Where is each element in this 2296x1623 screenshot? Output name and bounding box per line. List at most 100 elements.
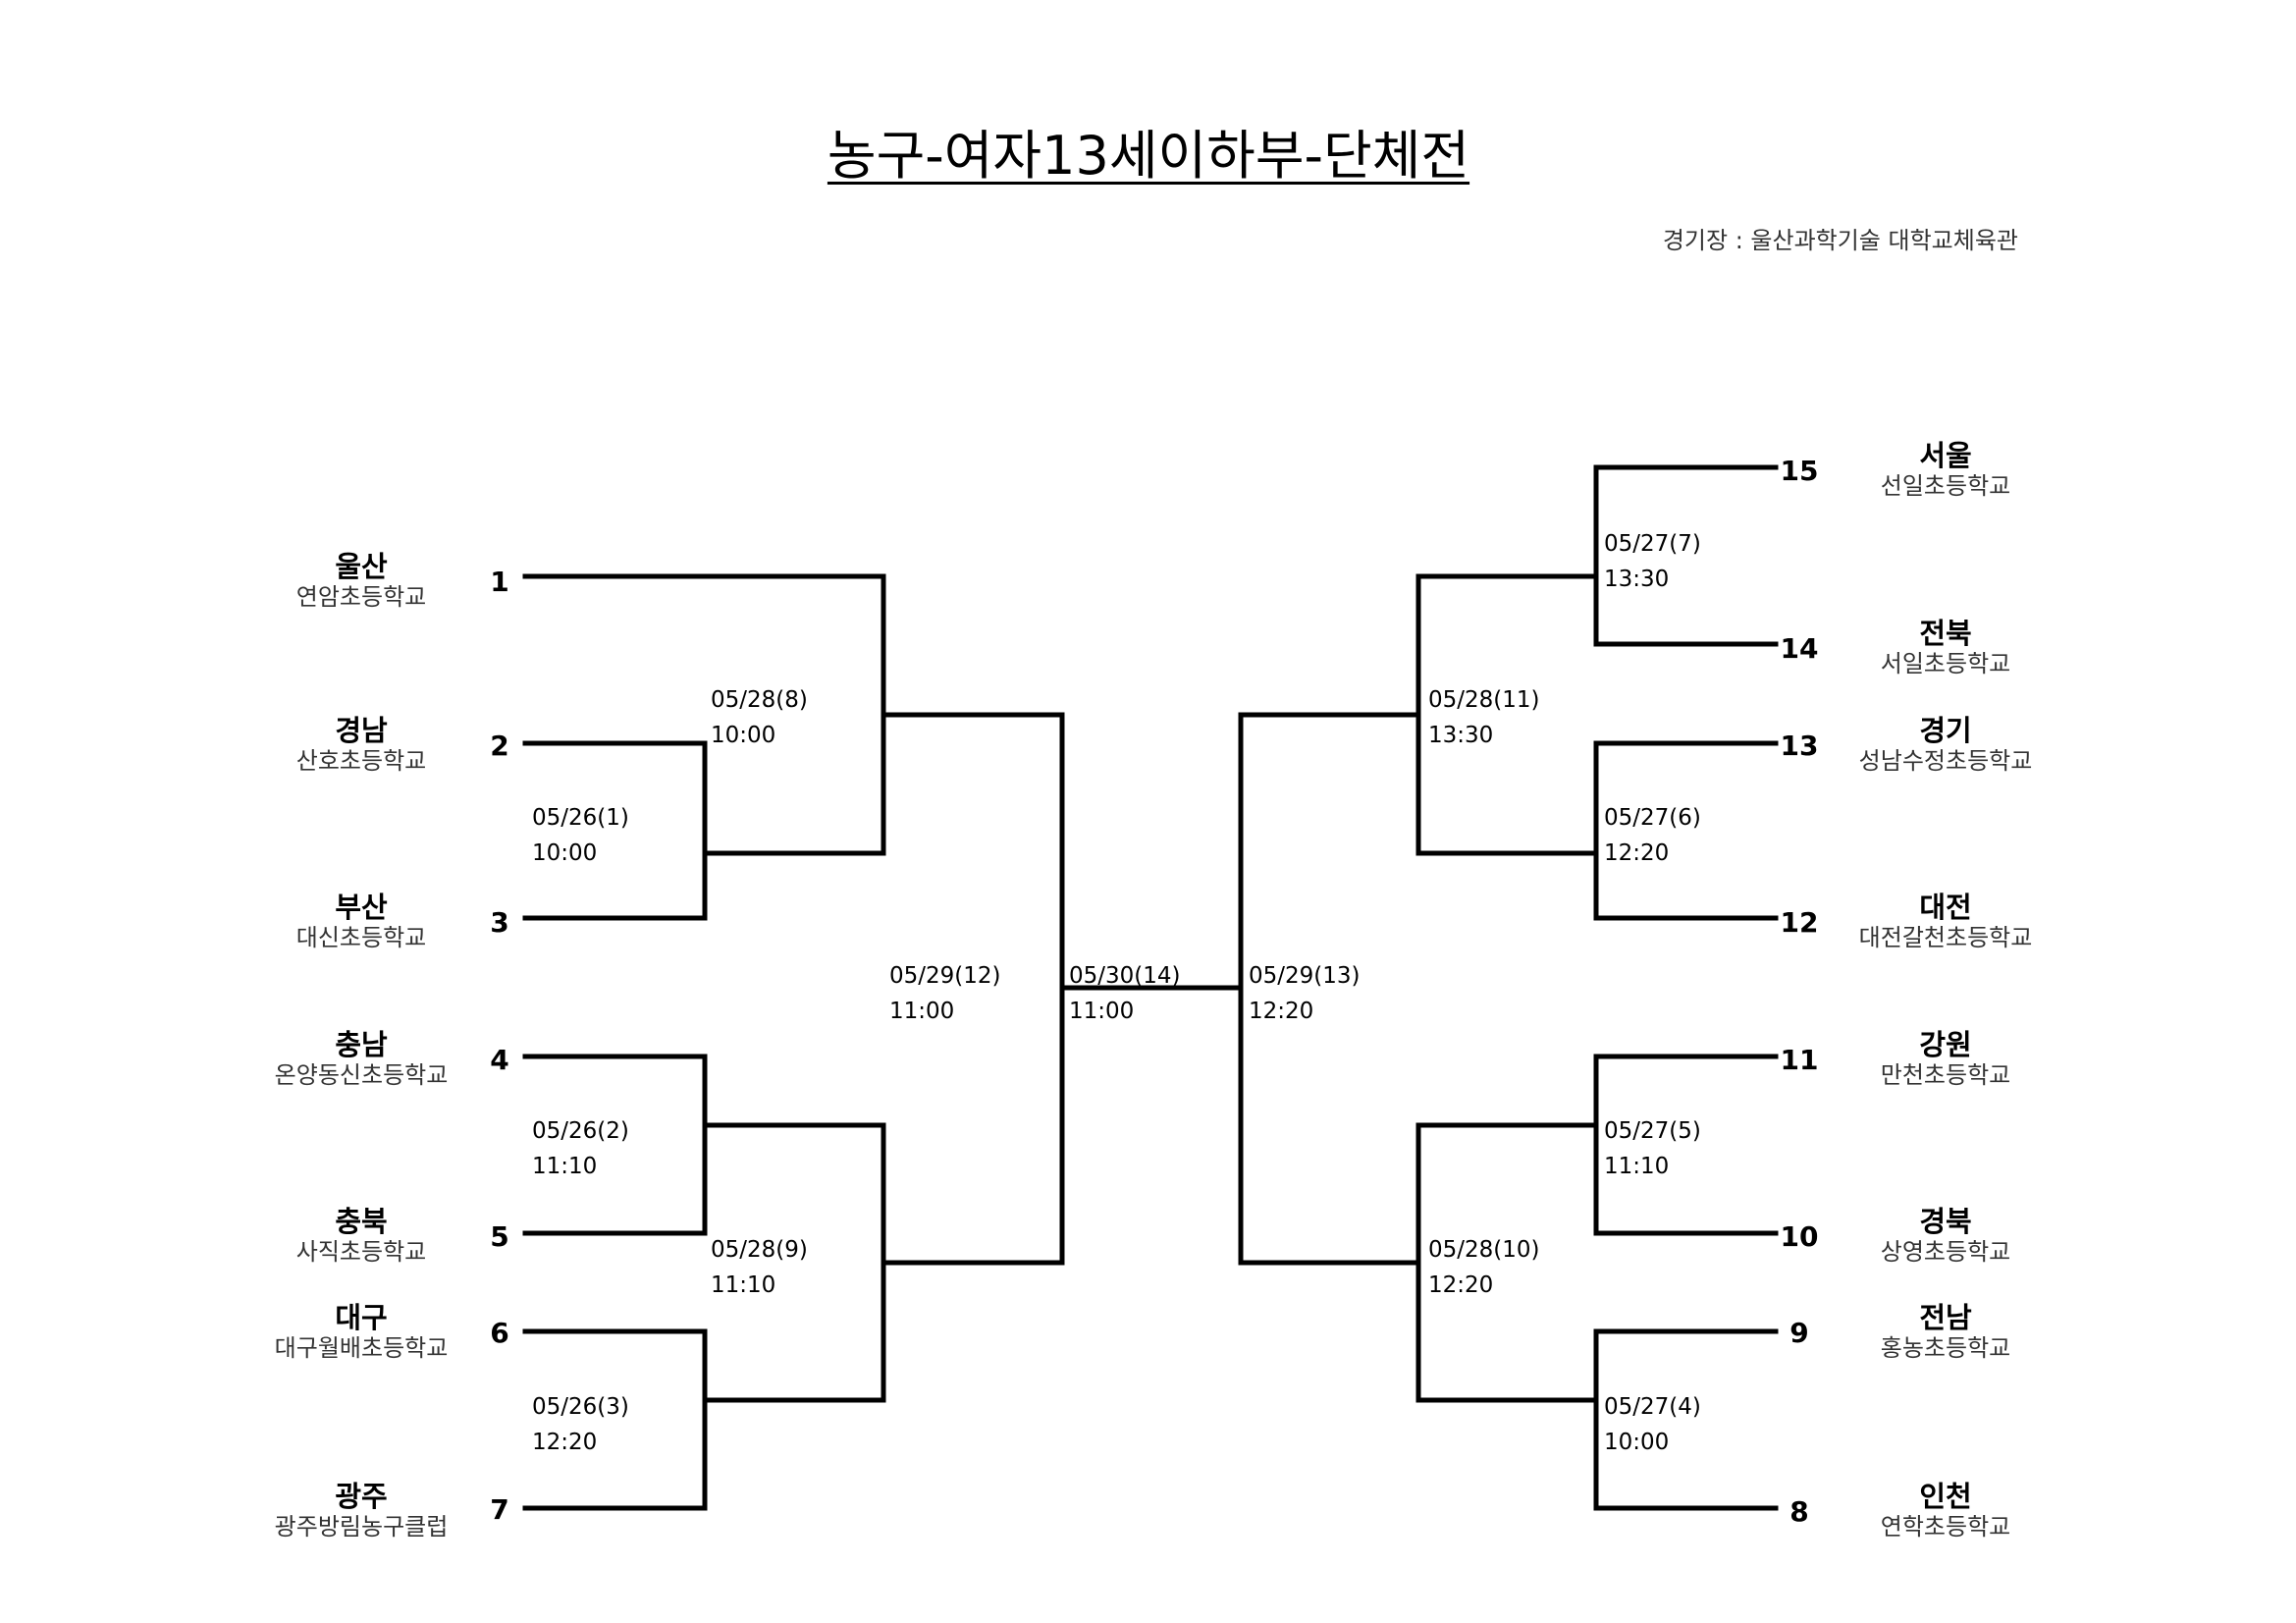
match-time: 13:30 <box>1604 567 1670 592</box>
match-label-1: 05/26(1) 10:00 <box>532 800 629 871</box>
match-label-7: 05/27(7) 13:30 <box>1604 526 1701 597</box>
team-school: 광주방림농구클럽 <box>274 1513 449 1541</box>
team-school: 대구월배초등학교 <box>274 1334 449 1362</box>
seed-number: 2 <box>490 730 509 762</box>
bracket-line-match-8 <box>522 573 1065 856</box>
seed-number: 12 <box>1780 906 1819 939</box>
team-entry-seed-7: 광주 광주방림농구클럽 <box>214 1480 508 1541</box>
team-region: 인천 <box>1919 1480 1972 1513</box>
team-entry-seed-9: 전남 홍농초등학교 <box>1798 1301 2093 1362</box>
team-school: 홍농초등학교 <box>1880 1334 2011 1362</box>
seed-number: 7 <box>490 1493 509 1526</box>
match-label-11: 05/28(11) 13:30 <box>1428 682 1540 753</box>
team-region: 충북 <box>335 1205 388 1238</box>
match-date: 05/28(8) <box>711 687 808 713</box>
match-date: 05/28(10) <box>1428 1237 1540 1263</box>
match-date: 05/30(14) <box>1069 963 1181 989</box>
team-region: 울산 <box>335 550 388 583</box>
match-label-10: 05/28(10) 12:20 <box>1428 1232 1540 1303</box>
match-label-5: 05/27(5) 11:10 <box>1604 1113 1701 1184</box>
match-date: 05/29(13) <box>1249 963 1361 989</box>
match-date: 05/26(3) <box>532 1394 629 1420</box>
team-entry-seed-3: 부산 대신초등학교 <box>214 891 508 951</box>
team-entry-seed-13: 경기 성남수정초등학교 <box>1798 714 2093 775</box>
bracket-line-match-2 <box>522 1054 886 1236</box>
match-label-8: 05/28(8) 10:00 <box>711 682 808 753</box>
team-entry-seed-14: 전북 서일초등학교 <box>1798 617 2093 677</box>
match-time: 11:10 <box>711 1272 776 1298</box>
bracket-line-match-10 <box>1238 1122 1421 1403</box>
team-school: 서일초등학교 <box>1880 650 2011 677</box>
match-date: 05/27(6) <box>1604 805 1701 831</box>
match-time: 11:10 <box>1604 1154 1670 1179</box>
team-region: 서울 <box>1919 439 1972 472</box>
match-time: 10:00 <box>1604 1430 1670 1455</box>
team-region: 광주 <box>335 1480 388 1513</box>
match-label-14: 05/30(14) 11:00 <box>1069 958 1181 1029</box>
team-region: 전북 <box>1919 617 1972 650</box>
seed-number: 11 <box>1780 1044 1819 1076</box>
team-school: 온양동신초등학교 <box>274 1061 449 1089</box>
team-entry-seed-1: 울산 연암초등학교 <box>214 550 508 611</box>
seed-number: 1 <box>490 566 509 598</box>
team-entry-seed-2: 경남 산호초등학교 <box>214 714 508 775</box>
seed-number: 14 <box>1780 632 1819 665</box>
team-region: 대전 <box>1919 891 1972 924</box>
team-entry-seed-11: 강원 만천초등학교 <box>1798 1028 2093 1089</box>
match-time: 12:20 <box>1428 1272 1494 1298</box>
seed-number: 9 <box>1789 1317 1809 1349</box>
match-time: 10:00 <box>532 840 598 866</box>
match-time: 12:20 <box>1604 840 1670 866</box>
team-entry-seed-8: 인천 연학초등학교 <box>1798 1480 2093 1541</box>
match-label-2: 05/26(2) 11:10 <box>532 1113 629 1184</box>
bracket-line-match-5 <box>1415 1054 1779 1236</box>
match-label-9: 05/28(9) 11:10 <box>711 1232 808 1303</box>
match-label-6: 05/27(6) 12:20 <box>1604 800 1701 871</box>
match-time: 12:20 <box>532 1430 598 1455</box>
seed-number: 5 <box>490 1220 509 1253</box>
bracket-line-match-3 <box>522 1328 886 1511</box>
bracket-line-match-1 <box>522 740 886 921</box>
seed-number: 10 <box>1780 1220 1819 1253</box>
team-entry-seed-6: 대구 대구월배초등학교 <box>214 1301 508 1362</box>
match-label-3: 05/26(3) 12:20 <box>532 1389 629 1460</box>
team-school: 대신초등학교 <box>295 924 427 951</box>
team-school: 대전갈천초등학교 <box>1858 924 2033 951</box>
match-time: 10:00 <box>711 723 776 748</box>
seed-number: 4 <box>490 1044 509 1076</box>
team-entry-seed-15: 서울 선일초등학교 <box>1798 439 2093 500</box>
team-region: 충남 <box>335 1028 388 1061</box>
team-school: 연암초등학교 <box>295 583 427 611</box>
team-school: 만천초등학교 <box>1880 1061 2011 1089</box>
page-title: 농구-여자13세이하부-단체전 <box>827 125 1470 187</box>
match-time: 11:10 <box>532 1154 598 1179</box>
team-region: 경기 <box>1919 714 1972 747</box>
match-date: 05/26(2) <box>532 1118 629 1144</box>
team-entry-seed-10: 경북 상영초등학교 <box>1798 1205 2093 1266</box>
team-entry-seed-12: 대전 대전갈천초등학교 <box>1798 891 2093 951</box>
team-region: 부산 <box>335 891 388 924</box>
venue-info: 경기장 : 울산과학기술 대학교체육관 <box>1662 227 2018 254</box>
team-region: 전남 <box>1919 1301 1972 1334</box>
team-region: 경북 <box>1919 1205 1972 1238</box>
team-school: 연학초등학교 <box>1880 1513 2011 1541</box>
seed-number: 6 <box>490 1317 509 1349</box>
match-time: 13:30 <box>1428 723 1494 748</box>
team-entry-seed-5: 충북 사직초등학교 <box>214 1205 508 1266</box>
bracket-line-match-11 <box>1238 573 1421 856</box>
team-school: 상영초등학교 <box>1880 1238 2011 1266</box>
match-date: 05/26(1) <box>532 805 629 831</box>
bracket-line-match-9 <box>881 1122 1065 1403</box>
team-school: 사직초등학교 <box>295 1238 427 1266</box>
bracket-line-match-4 <box>1415 1328 1779 1511</box>
seed-number: 3 <box>490 906 509 939</box>
team-school: 산호초등학교 <box>295 747 427 775</box>
match-date: 05/29(12) <box>889 963 1001 989</box>
match-date: 05/27(4) <box>1604 1394 1701 1420</box>
match-date: 05/28(11) <box>1428 687 1540 713</box>
seed-number: 8 <box>1789 1495 1809 1528</box>
match-time: 12:20 <box>1249 999 1314 1024</box>
team-region: 강원 <box>1919 1028 1972 1061</box>
team-region: 대구 <box>335 1301 388 1334</box>
team-school: 성남수정초등학교 <box>1858 747 2033 775</box>
